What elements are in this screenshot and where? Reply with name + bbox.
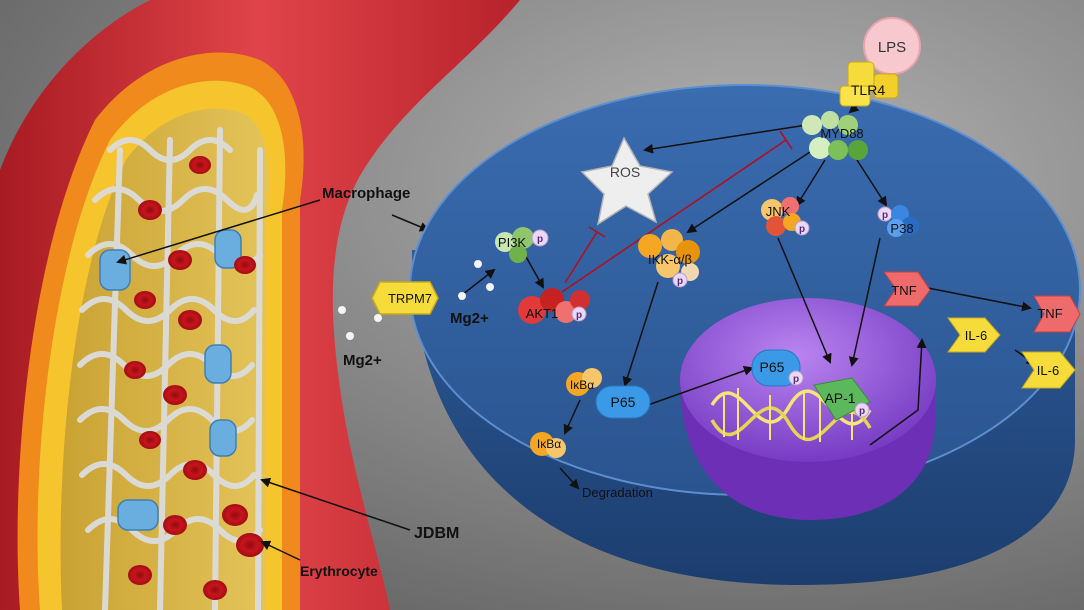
degradation-label: Degradation — [582, 485, 653, 500]
p65-nucleus: p P65 — [751, 349, 804, 387]
p65-nucleus-label: P65 — [760, 359, 785, 375]
pi3k-label: PI3K — [498, 235, 527, 250]
vessel-macrophages — [99, 229, 242, 531]
jnk-label: JNK — [766, 204, 791, 219]
p65-cyto-label: P65 — [611, 394, 636, 410]
myd88-label: MYD88 — [820, 126, 863, 141]
nucleus-top — [680, 298, 936, 462]
tnf-outside-label: TNF — [1037, 306, 1062, 321]
ap1-label: AP-1 — [824, 390, 855, 406]
lps-label: LPS — [878, 39, 906, 56]
tnf-inside: TNF — [883, 271, 931, 307]
jnk-phospho: p — [799, 224, 805, 235]
trpm7-channel: TRPM7 — [371, 281, 439, 315]
ikk-complex: p IKK-α/β — [638, 229, 700, 288]
jnk-molecule: p JNK — [761, 197, 810, 236]
trpm7-label: TRPM7 — [388, 291, 432, 306]
blood-vessel — [0, 0, 520, 610]
ikba-p65-complex: IκBα P65 — [566, 368, 651, 419]
stent-label: JDBM — [414, 525, 459, 542]
il6-inside-label: IL-6 — [965, 328, 987, 343]
ikba-label-2: IκBα — [537, 437, 561, 451]
myd88-complex: MYD88 — [802, 111, 868, 160]
mg-outside-label: Mg2+ — [343, 352, 382, 369]
tnf-outside: TNF — [1033, 295, 1081, 333]
ikba-molecule: IκBα — [530, 432, 566, 458]
inhibition-lines — [561, 130, 793, 293]
vessel-callouts — [116, 199, 430, 561]
ap1-complex: p AP-1 — [813, 377, 871, 421]
mg-inside-label: Mg2+ — [450, 310, 489, 327]
p38-phospho: p — [882, 210, 888, 221]
il6-outside-label: IL-6 — [1037, 363, 1059, 378]
il6-outside: IL-6 — [1021, 351, 1076, 389]
pi3k-phospho: p — [537, 234, 543, 245]
pathway-arrows — [457, 97, 1037, 490]
erythrocyte-label: Erythrocyte — [300, 563, 378, 579]
ikba-label-1: IκBα — [570, 378, 594, 392]
akt1-phospho: p — [576, 310, 582, 321]
tlr4-label: TLR4 — [851, 82, 885, 98]
akt1-molecule: p AKT1 — [518, 288, 590, 324]
p38-label: P38 — [890, 221, 913, 236]
nucleus — [680, 298, 936, 520]
akt1-label: AKT1 — [526, 306, 559, 321]
tnf-inside-label: TNF — [891, 283, 916, 298]
pi3k-molecule: p PI3K — [495, 227, 549, 263]
ap1-phospho: p — [859, 406, 865, 417]
ikk-label: IKK-α/β — [648, 252, 692, 267]
ros-label: ROS — [610, 164, 640, 180]
tlr4-receptor: TLR4 — [839, 61, 899, 107]
il6-inside: IL-6 — [947, 317, 1001, 353]
ros-star: ROS — [580, 136, 674, 226]
mg-ions — [338, 260, 494, 340]
lps-molecule: LPS — [863, 17, 921, 75]
p65-nucleus-phospho: p — [793, 374, 799, 385]
erythrocytes — [124, 156, 264, 600]
macrophage-label: Macrophage — [322, 185, 410, 202]
ikk-phospho: p — [677, 276, 683, 287]
p38-molecule: p P38 — [877, 205, 919, 237]
